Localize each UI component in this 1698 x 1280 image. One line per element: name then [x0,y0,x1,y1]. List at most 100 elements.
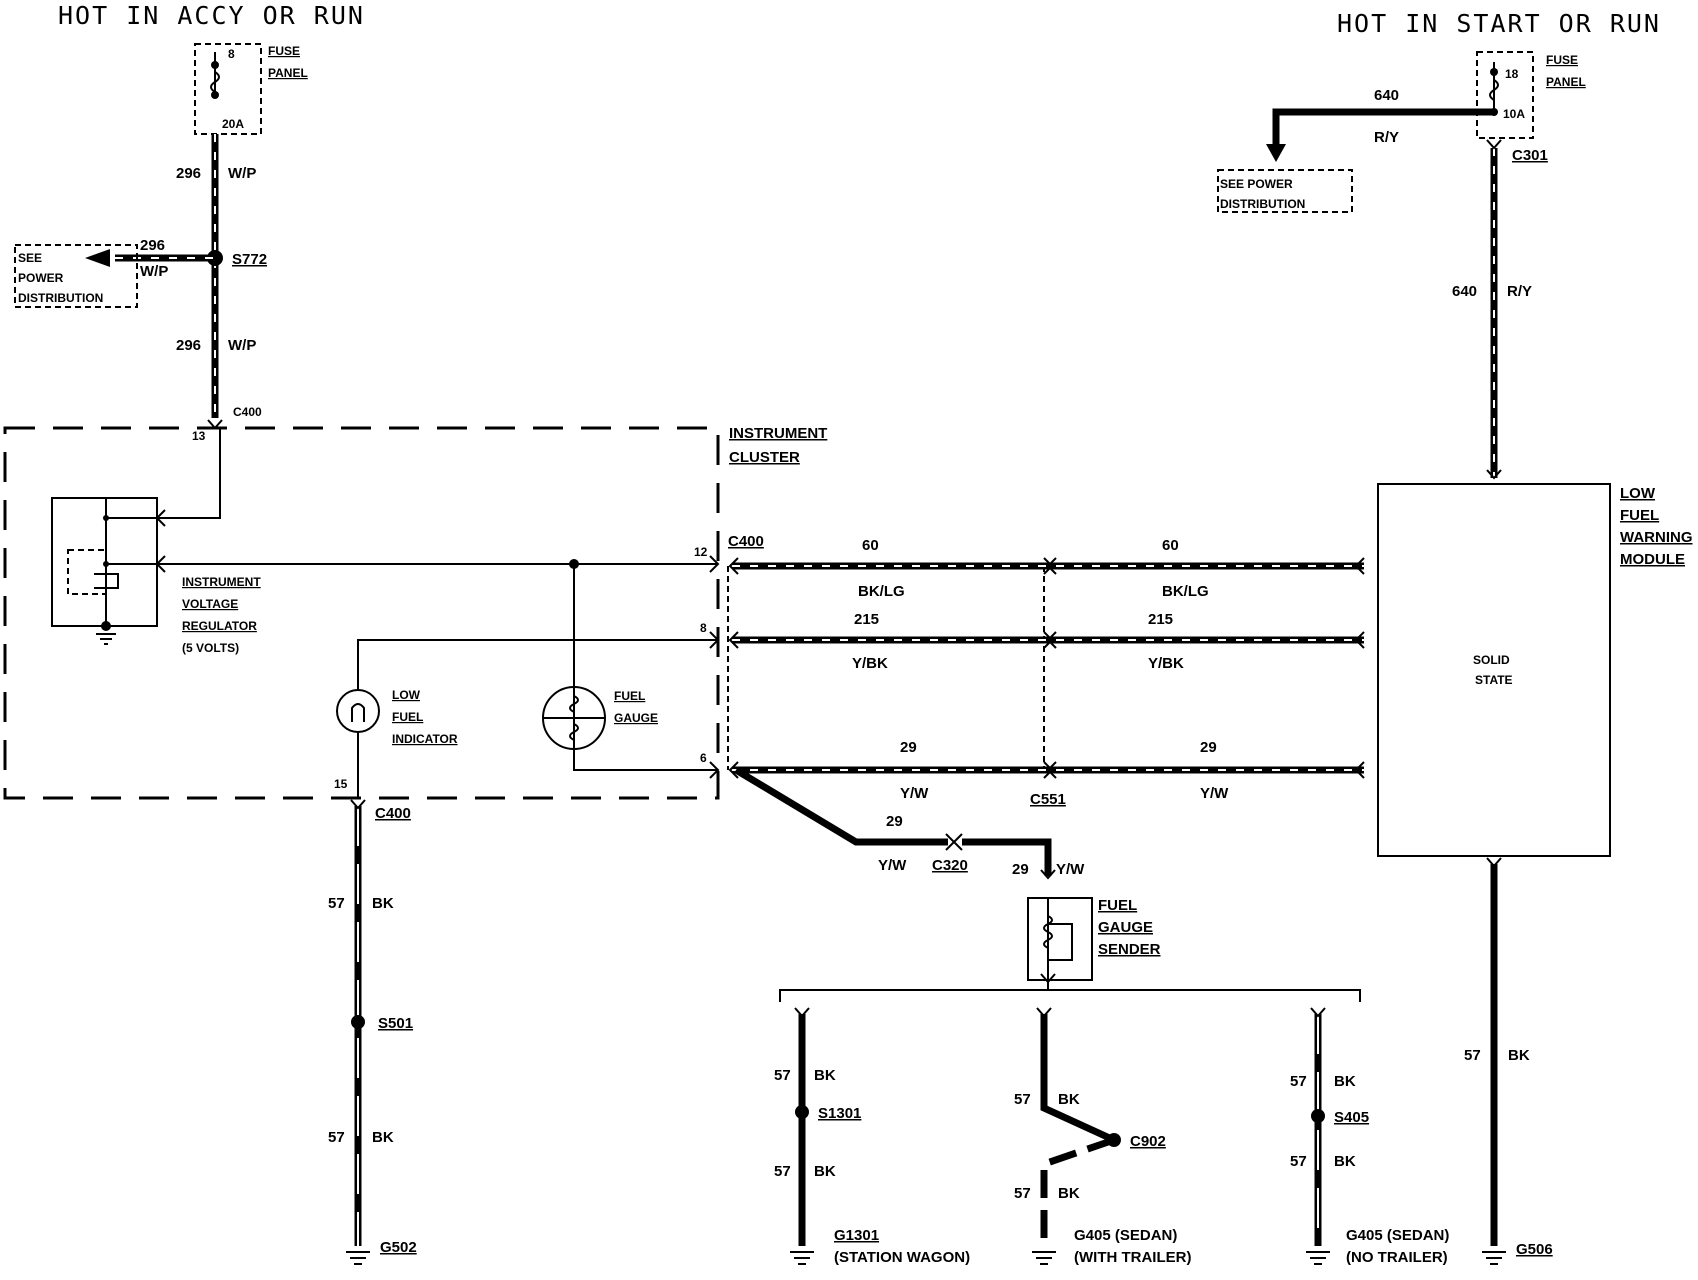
svg-text:57: 57 [328,1129,345,1146]
wire-640-color-right: R/Y [1507,283,1532,300]
svg-text:57: 57 [774,1163,791,1180]
connector-c301: C301 [1512,147,1548,164]
ground-g506: G506 [1516,1241,1553,1258]
svg-text:(5 VOLTS): (5 VOLTS) [182,641,239,655]
svg-text:INSTRUMENT: INSTRUMENT [182,575,261,589]
svg-text:LOW: LOW [392,688,421,702]
instrument-cluster: INSTRUMENT CLUSTER INSTRUMENT VOLTAGE RE… [3,425,827,822]
wire-640-num-top: 640 [1374,87,1399,104]
svg-text:DISTRIBUTION: DISTRIBUTION [1220,197,1305,211]
wire-640: 640 R/Y C301 640 R/Y [1266,87,1548,480]
svg-text:GAUGE: GAUGE [1098,919,1153,936]
svg-text:SEE: SEE [18,251,42,265]
svg-text:POWER: POWER [18,271,64,285]
wire-640-num-right: 640 [1452,283,1477,300]
splice-s1301: S1301 [818,1105,861,1122]
see-power-left-note: SEE POWER DISTRIBUTION [14,244,138,308]
wire-296-num-2: 296 [176,337,201,354]
svg-text:60: 60 [862,537,879,554]
svg-text:15: 15 [334,777,348,791]
svg-text:WARNING: WARNING [1620,529,1693,546]
svg-text:FUEL: FUEL [1098,897,1137,914]
wire-60: 60 BK/LG 60 BK/LG [728,537,1365,600]
svg-text:6: 6 [700,751,707,765]
svg-text:FUEL: FUEL [392,710,423,724]
svg-text:57: 57 [1014,1185,1031,1202]
splice-s501: S501 [378,1015,413,1032]
svg-text:BK/LG: BK/LG [858,583,905,600]
svg-text:BK: BK [1334,1073,1356,1090]
svg-text:LOW: LOW [1620,485,1656,502]
svg-text:BK/LG: BK/LG [1162,583,1209,600]
svg-text:BK: BK [372,1129,394,1146]
svg-text:DISTRIBUTION: DISTRIBUTION [18,291,103,305]
svg-text:BK: BK [1334,1153,1356,1170]
svg-text:57: 57 [1014,1091,1031,1108]
wire-296-color-2: W/P [228,337,256,354]
svg-text:29: 29 [886,813,903,830]
svg-text:29: 29 [1200,739,1217,756]
fuse-left: 8 20A FUSE PANEL [194,43,308,135]
wire-640-color-top: R/Y [1374,129,1399,146]
connector-c320: C320 [932,857,968,874]
svg-text:BK: BK [1508,1047,1530,1064]
svg-text:Y/W: Y/W [1200,785,1229,802]
wire-296-color-1: W/P [228,165,256,182]
ground-g405-trailer-branch: 57 BK C902 57 BK G405 (SEDAN) (WITH TRAI… [1014,1007,1191,1266]
svg-text:8: 8 [700,621,707,635]
svg-text:57: 57 [1290,1073,1307,1090]
svg-text:12: 12 [694,545,708,559]
arrow-down-icon [1266,144,1286,162]
header-left: HOT IN ACCY OR RUN [58,1,365,30]
wire-215: 215 Y/BK 215 Y/BK [728,611,1365,672]
ground-g1301-branch: 57 BK S1301 57 BK G1301 (STATION WAGON) [774,1007,970,1266]
fuse-right-rating: 10A [1503,107,1525,121]
svg-text:MODULE: MODULE [1620,551,1685,568]
connector-c902: C902 [1130,1133,1166,1150]
svg-text:REGULATOR: REGULATOR [182,619,257,633]
ground-g1301: G1301 [834,1227,879,1244]
svg-text:57: 57 [1464,1047,1481,1064]
svg-text:215: 215 [1148,611,1173,628]
pin-13: 13 [192,429,206,443]
splice-s772: S772 [232,251,267,268]
svg-text:SOLID: SOLID [1473,653,1510,667]
svg-text:57: 57 [1290,1153,1307,1170]
ground-g502: G502 [380,1239,417,1256]
fuse-left-label-2: PANEL [268,66,308,80]
ground-g405-no-trailer-branch: 57 BK S405 57 BK G405 (SEDAN) (NO TRAILE… [1290,1007,1449,1266]
svg-text:BK: BK [1058,1185,1080,1202]
svg-text:SENDER: SENDER [1098,941,1161,958]
wire-296-num-1: 296 [176,165,201,182]
svg-text:BK: BK [372,895,394,912]
svg-text:215: 215 [854,611,879,628]
see-power-right-note: SEE POWER DISTRIBUTION [1217,169,1353,213]
svg-text:FUEL: FUEL [1620,507,1659,524]
cluster-label-2: CLUSTER [729,449,800,466]
ground-g405-no-trailer: G405 (SEDAN) [1346,1227,1449,1244]
header-right: HOT IN START OR RUN [1337,9,1661,38]
svg-text:Y/BK: Y/BK [852,655,888,672]
wire-29: 29 Y/W 29 Y/W C551 29 Y/W C320 29 Y/W [728,739,1365,880]
svg-text:60: 60 [1162,537,1179,554]
fuel-gauge-meter: FUEL GAUGE [542,686,658,750]
svg-text:FUEL: FUEL [614,689,645,703]
svg-text:GAUGE: GAUGE [614,711,658,725]
fuse-right: 18 10A FUSE PANEL [1476,51,1586,139]
svg-text:29: 29 [1012,861,1029,878]
ground-g506-branch: 57 BK G506 [1464,857,1553,1265]
wire-296: 296 W/P 296 W/P S772 296 W/P C400 13 [85,134,267,443]
low-fuel-indicator-lamp: LOW FUEL INDICATOR [336,688,458,746]
cluster-label-1: INSTRUMENT [729,425,827,442]
svg-text:Y/W: Y/W [878,857,907,874]
fuse-left-label-1: FUSE [268,44,300,58]
svg-text:STATE: STATE [1475,673,1513,687]
ground-g405-trailer: G405 (SEDAN) [1074,1227,1177,1244]
instrument-voltage-regulator: INSTRUMENT VOLTAGE REGULATOR (5 VOLTS) [51,497,261,655]
svg-text:Y/W: Y/W [1056,861,1085,878]
connector-c400-top: C400 [233,405,262,419]
ground-g502-branch: 57 BK S501 57 BK G502 [328,799,417,1265]
connector-c400-bottom: C400 [375,805,411,822]
fuse-left-number: 8 [228,47,235,61]
